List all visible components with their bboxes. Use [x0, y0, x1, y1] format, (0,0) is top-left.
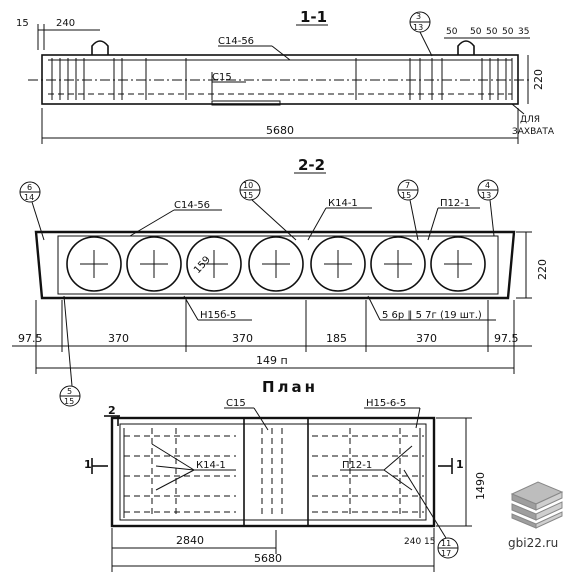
plan-hollow-lines	[124, 428, 424, 518]
dim-220: 220	[532, 69, 545, 90]
svg-text:17: 17	[441, 549, 451, 558]
hollow-core	[430, 236, 486, 292]
callout-10-15: 10 15	[239, 179, 297, 241]
dim-97-5-left: 97.5	[18, 332, 43, 345]
svg-text:11: 11	[441, 539, 451, 548]
section-mark-1-right: 1	[456, 458, 464, 471]
plan-label-k14-1: К14-1	[196, 460, 226, 471]
svg-text:35: 35	[518, 27, 529, 37]
label-c15: С15	[212, 72, 232, 83]
svg-text:50: 50	[470, 27, 482, 37]
dim-5680-plan: 5680	[254, 552, 282, 565]
callout-11-17: 11 17	[403, 469, 459, 559]
hollow-core	[310, 236, 366, 292]
section-1-1-title: 1-1	[300, 8, 327, 26]
plan-title: План	[262, 378, 318, 396]
plan-label-n15-6-5: Н15-6-5	[366, 398, 406, 409]
dim-total: 149 п	[256, 354, 288, 367]
dim-1490: 1490	[474, 472, 487, 500]
dim-370-1: 370	[108, 332, 129, 345]
svg-text:4: 4	[485, 181, 490, 190]
section-mark-2: 2	[108, 404, 116, 417]
dim-5680: 5680	[266, 124, 294, 137]
hollow-core	[66, 236, 122, 292]
svg-text:13: 13	[413, 23, 423, 32]
hollow-core	[186, 236, 242, 292]
svg-text:50: 50	[502, 27, 514, 37]
grip-note-1: ДЛЯ	[520, 115, 540, 125]
section-2-2: 2-2 С14-56 К14-1 П12-1 Н15б-5 5 6р ‖ 5 7…	[12, 156, 549, 407]
hollow-core	[370, 236, 426, 292]
dim-220-2: 220	[536, 259, 549, 280]
svg-text:5: 5	[67, 387, 72, 396]
lifting-loop-left	[91, 40, 109, 55]
dim-159: 159	[192, 254, 213, 276]
label-k14-1: К14-1	[328, 198, 358, 209]
dim-240: 240	[56, 18, 75, 29]
plan-view: План С15	[84, 378, 487, 572]
dim-370-2: 370	[232, 332, 253, 345]
svg-text:15: 15	[64, 397, 74, 406]
left-cage	[51, 58, 123, 100]
hollow-core	[248, 236, 304, 292]
plan-label-c15: С15	[226, 398, 246, 409]
right-dims: 50 50 50 50 35	[444, 27, 530, 39]
svg-text:6: 6	[27, 183, 32, 192]
right-cage	[431, 58, 513, 100]
plan-inner	[119, 423, 427, 521]
svg-text:50: 50	[446, 27, 458, 37]
leader-c14-56-arrow	[271, 45, 291, 61]
callout-3-13: 3 13	[409, 11, 433, 57]
plan-label-p12-1: П12-1	[342, 460, 372, 471]
label-p12-1: П12-1	[440, 198, 470, 209]
svg-text:13: 13	[481, 191, 491, 200]
svg-text:3: 3	[416, 12, 421, 21]
site-watermark: gbi22.ru	[508, 536, 559, 550]
mesh-c15-bar	[211, 100, 281, 106]
callout-5-15: 5 15	[59, 295, 81, 407]
dim-240-plan: 240	[404, 537, 421, 547]
grip-note-2: ЗАХВАТА	[512, 127, 555, 137]
lifting-loop-right	[457, 40, 475, 55]
section-1-1: 1-1 15 240	[16, 8, 555, 144]
label-c14-56: С14-56	[218, 36, 254, 47]
slab-2-2-outline	[34, 230, 516, 300]
callout-6-14: 6 14	[19, 181, 45, 241]
hollow-cores	[66, 236, 486, 292]
dim-15-plan: 15	[424, 537, 435, 547]
dim-2840: 2840	[176, 534, 204, 547]
svg-text:15: 15	[401, 191, 411, 200]
svg-text:7: 7	[405, 181, 410, 190]
dim-ticks	[61, 300, 489, 352]
svg-text:50: 50	[486, 27, 498, 37]
dim-185: 185	[326, 332, 347, 345]
section-mark-1-left: 1	[84, 458, 92, 471]
mid-stirrups	[145, 58, 421, 100]
inner-cage	[57, 235, 499, 295]
plan-outline	[110, 416, 436, 528]
callout-7-15: 7 15	[397, 179, 419, 241]
callout-4-13: 4 13	[477, 179, 499, 237]
section-2-2-title: 2-2	[298, 156, 325, 174]
label-n15b-5: Н15б-5	[200, 310, 236, 321]
label-c14-56-2: С14-56	[174, 200, 210, 211]
hollow-core	[126, 236, 182, 292]
svg-text:10: 10	[243, 181, 253, 190]
svg-text:15: 15	[243, 191, 253, 200]
label-bar-note: 5 6р ‖ 5 7г (19 шт.)	[382, 310, 482, 321]
svg-text:14: 14	[24, 193, 34, 202]
stacked-slabs-icon	[510, 481, 564, 529]
dim-97-5-right: 97.5	[494, 332, 519, 345]
dim-370-3: 370	[416, 332, 437, 345]
dim-15: 15	[16, 18, 29, 29]
